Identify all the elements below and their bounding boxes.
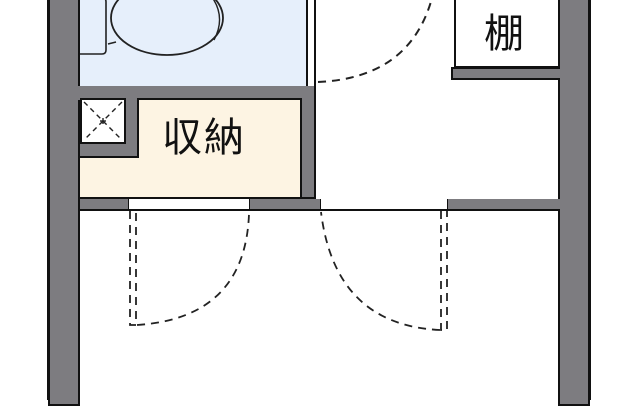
door-opening-left[interactable] [128,197,250,211]
toilet-right-divider [306,0,316,86]
door-swing-top [317,0,433,83]
door-swing-right [320,211,448,331]
shelf-label-top: 棚 [484,11,526,57]
door-swing-left [129,211,250,326]
fixtures-overlay [47,0,591,400]
toilet-seat-icon [110,0,224,56]
shaft-wall-bottom [80,144,140,158]
storage-label-top: 収納 [162,115,246,161]
toilet-storage-wall [78,86,316,100]
middle-wall-right-join [448,199,562,209]
shaft-wall-right [126,100,140,158]
main-room [80,211,558,411]
toilet-bowl-icon [107,41,117,45]
toilet-tank-icon [80,0,107,55]
storage-right-wall [300,86,316,210]
shelf-wall-join [453,69,562,78]
